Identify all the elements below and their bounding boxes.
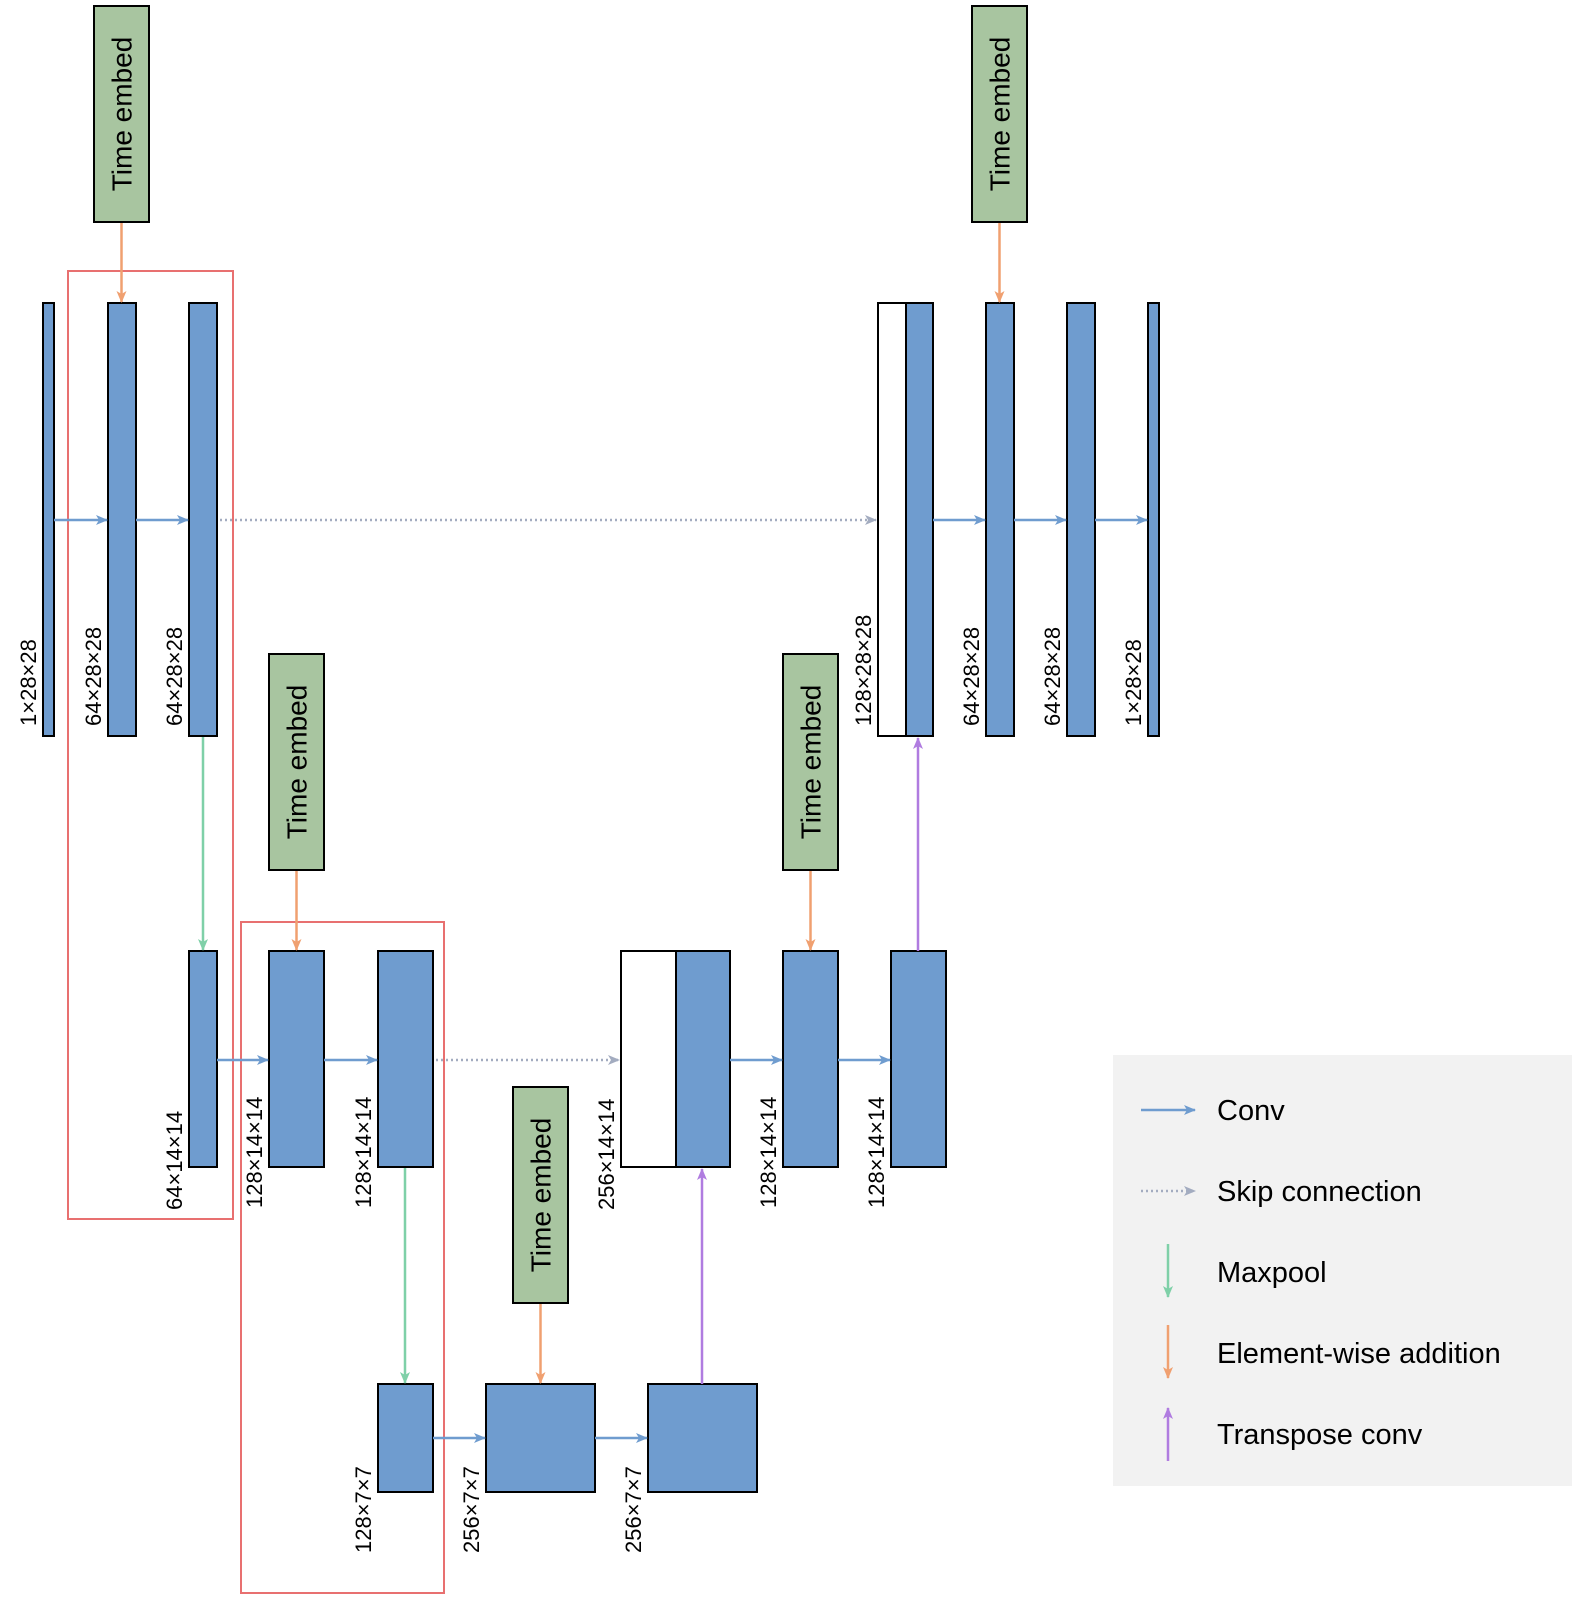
dim-label: 1×28×28 [1121, 639, 1146, 726]
time-embed-box-1: Time embed [93, 5, 150, 223]
time-embed-box-3: Time embed [512, 1086, 569, 1304]
legend-skip-label: Skip connection [1217, 1176, 1422, 1208]
legend: Conv Skip connection Maxpool Element-wis… [1113, 1055, 1572, 1486]
block-dec1-conv2 [1066, 302, 1096, 737]
svg-text:Time embed: Time embed [796, 685, 827, 840]
svg-text:Time embed: Time embed [282, 685, 313, 840]
block-enc2-conv2 [377, 950, 434, 1168]
time-embed-box-4: Time embed [782, 653, 839, 871]
time-embed-box-5: Time embed [971, 5, 1028, 223]
legend-background [1113, 1055, 1572, 1486]
block-dec2-conv2 [890, 950, 947, 1168]
block-enc2-pool [188, 950, 218, 1168]
legend-addition-label: Element-wise addition [1217, 1338, 1501, 1370]
dim-label: 128×7×7 [351, 1466, 376, 1553]
dim-label: 128×14×14 [242, 1097, 267, 1208]
block-bottleneck-pool [377, 1383, 434, 1493]
dim-label: 64×28×28 [959, 627, 984, 726]
dim-label: 256×7×7 [459, 1466, 484, 1553]
block-enc1-input [42, 302, 55, 737]
encoder-group-box-2 [240, 921, 445, 1594]
block-dec2-concat [620, 950, 731, 1168]
block-bottleneck-conv1 [485, 1383, 596, 1493]
block-dec2-conv1 [782, 950, 839, 1168]
block-dec1-concat [877, 302, 934, 737]
block-bottleneck-conv2 [647, 1383, 758, 1493]
block-enc2-conv1 [268, 950, 325, 1168]
block-dec1-conv1 [985, 302, 1015, 737]
svg-text:Time embed: Time embed [107, 37, 138, 192]
legend-conv-label: Conv [1217, 1095, 1285, 1127]
dim-label: 256×7×7 [621, 1466, 646, 1553]
dim-label: 128×28×28 [851, 615, 876, 726]
dim-label: 64×28×28 [1040, 627, 1065, 726]
dim-label: 1×28×28 [16, 639, 41, 726]
dim-label: 128×14×14 [351, 1097, 376, 1208]
dim-label: 64×28×28 [162, 627, 187, 726]
legend-transpose-label: Transpose conv [1217, 1419, 1423, 1451]
time-embed-box-2: Time embed [268, 653, 325, 871]
svg-text:Time embed: Time embed [985, 37, 1016, 192]
block-dec1-output [1147, 302, 1160, 737]
encoder-group-box-1 [67, 270, 234, 1220]
dim-label: 128×14×14 [864, 1097, 889, 1208]
dim-label: 64×28×28 [81, 627, 106, 726]
dim-label: 128×14×14 [756, 1097, 781, 1208]
svg-text:Time embed: Time embed [526, 1118, 557, 1273]
dim-label: 256×14×14 [594, 1099, 619, 1210]
block-enc1-conv2 [188, 302, 218, 737]
legend-maxpool-label: Maxpool [1217, 1257, 1327, 1289]
dim-label: 64×14×14 [162, 1111, 187, 1210]
block-enc1-conv1 [107, 302, 137, 737]
